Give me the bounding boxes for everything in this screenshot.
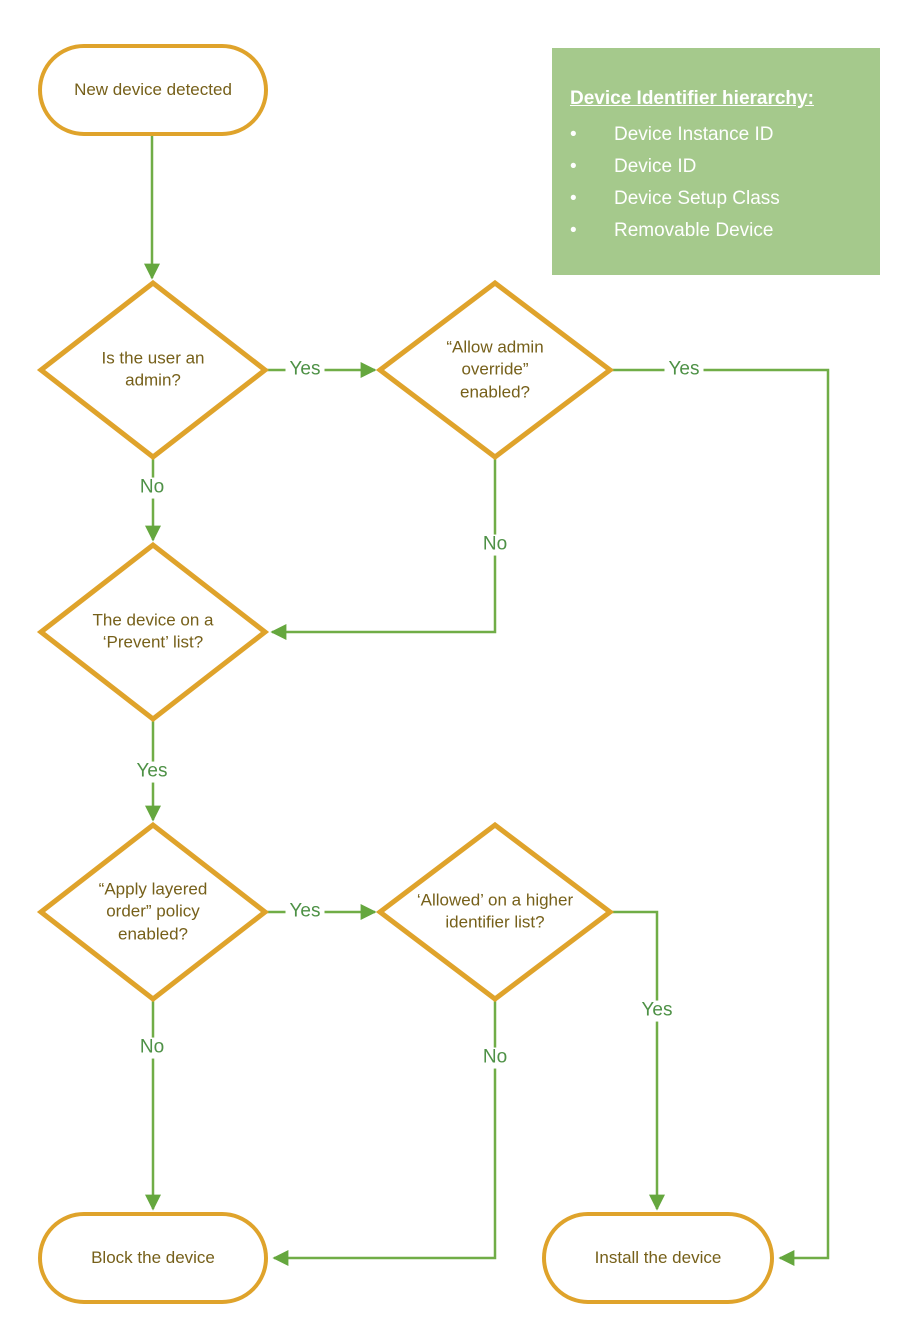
legend-title: Device Identifier hierarchy:	[570, 88, 814, 109]
legend-item-label: Device Setup Class	[614, 188, 780, 209]
decision-apply-layered-order-shape	[36, 821, 270, 1003]
edge-label-override-no: No	[478, 534, 512, 556]
legend-item-device-instance-id: • Device Instance ID	[570, 119, 868, 151]
legend-item-label: Device ID	[614, 156, 697, 177]
edge-label-allowed-no: No	[478, 1047, 512, 1069]
edge-label-admin-yes: Yes	[285, 359, 325, 381]
terminal-block-device-shape	[38, 1212, 268, 1304]
decision-device-prevent-list-shape	[36, 541, 270, 723]
decision-allow-admin-override-label: “Allow admin override” enabled?	[446, 337, 544, 402]
edge-allowed-yes-to-install	[610, 910, 665, 1211]
terminal-install-device-label: Install the device	[594, 1247, 722, 1267]
edge-override-no-to-prevent	[270, 457, 497, 640]
start-node-shape	[38, 44, 268, 136]
edge-label-admin-no: No	[135, 477, 169, 499]
decision-allow-admin-override-shape	[375, 279, 615, 461]
legend-item-label: Removable Device	[614, 220, 774, 241]
decision-is-user-admin-label: Is the user an admin?	[101, 348, 205, 390]
bullet-icon: •	[570, 188, 577, 209]
bullet-icon: •	[570, 220, 577, 241]
decision-allowed-higher-list-shape	[375, 821, 615, 1003]
decision-apply-layered-order-label: “Apply layered order” policy enabled?	[98, 879, 208, 944]
edge-label-allowed-yes: Yes	[637, 1000, 677, 1022]
decision-allowed-higher-list-label: ‘Allowed’ on a higher identifier list?	[416, 890, 574, 932]
start-node-label: New device detected	[74, 79, 232, 99]
edge-label-prevent-yes: Yes	[132, 761, 172, 783]
bullet-icon: •	[570, 156, 577, 177]
legend-item-removable-device: • Removable Device	[570, 215, 868, 247]
legend-item-device-setup-class: • Device Setup Class	[570, 183, 868, 215]
legend-item-device-id: • Device ID	[570, 151, 868, 183]
edge-label-override-yes: Yes	[664, 359, 704, 381]
device-identifier-hierarchy-legend: Device Identifier hierarchy: • Device In…	[552, 48, 880, 275]
decision-device-prevent-list-label: The device on a ‘Prevent’ list?	[92, 610, 214, 652]
edge-allowed-no-to-block	[272, 999, 497, 1266]
terminal-install-device-shape	[542, 1212, 774, 1304]
terminal-block-device-label: Block the device	[91, 1247, 215, 1267]
legend-item-label: Device Instance ID	[614, 124, 774, 145]
edge-label-layered-no: No	[135, 1037, 169, 1059]
bullet-icon: •	[570, 124, 577, 145]
decision-is-user-admin-shape	[36, 279, 270, 461]
edge-label-layered-yes: Yes	[285, 901, 325, 923]
edge-override-yes-to-install	[610, 368, 830, 1266]
